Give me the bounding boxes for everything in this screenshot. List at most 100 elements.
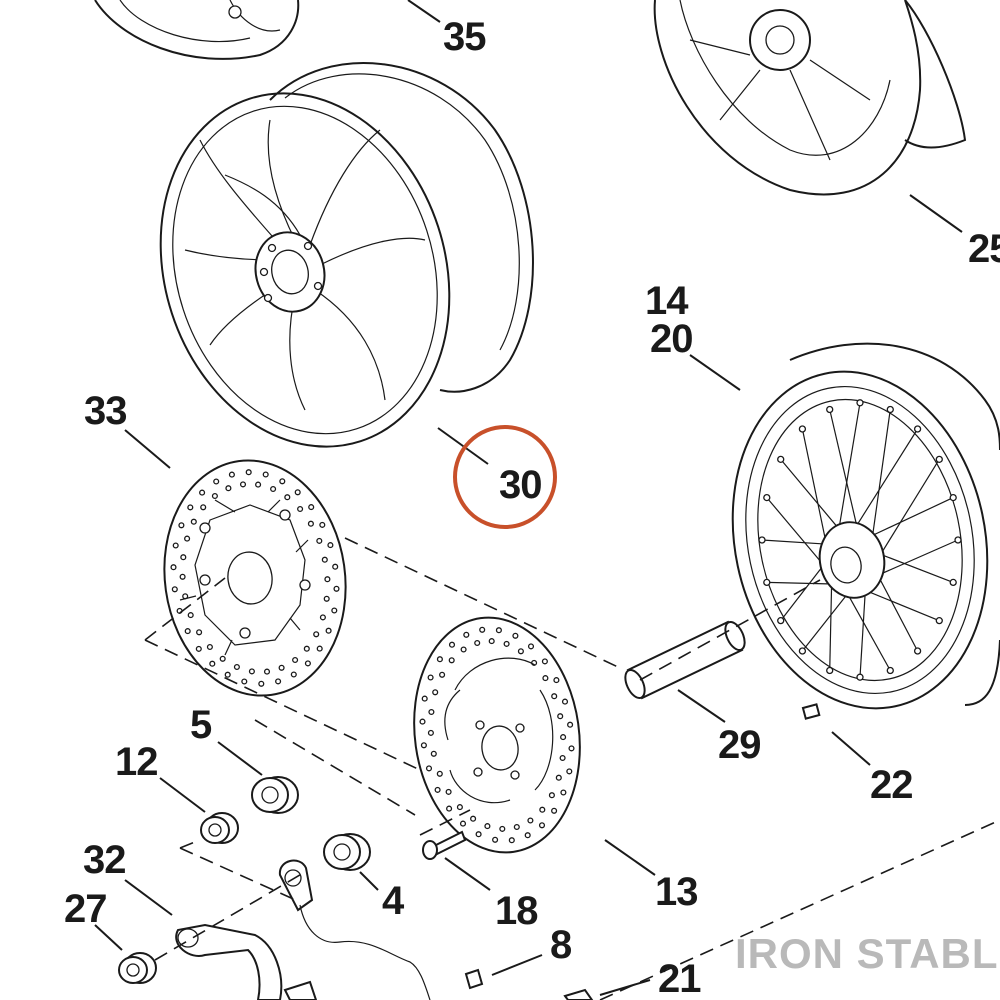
rotor-drill-hole (459, 820, 467, 827)
wheel-spoke (846, 592, 891, 671)
rotor-drill-hole (179, 573, 186, 580)
leader-25 (909, 194, 963, 233)
leader-12 (159, 777, 206, 813)
leader-22 (831, 731, 871, 766)
rotor-drill-hole (225, 485, 232, 492)
spoke-nipple (826, 666, 834, 675)
rotor-drill-hole (323, 595, 330, 602)
spoke-nipple (777, 616, 785, 625)
leader-18 (444, 857, 491, 891)
part-8 (464, 968, 484, 990)
rotor-drill-hole (331, 607, 338, 614)
rotor-drill-hole (432, 689, 439, 696)
wheel-spoke (863, 589, 940, 622)
label-14: 14 (645, 279, 689, 323)
rotor-drill-hole (327, 542, 334, 549)
rotor-drill-hole (475, 831, 482, 838)
rotor-drill-hole (557, 713, 564, 720)
rotor-drill-hole (178, 522, 185, 529)
rotor-drill-hole (434, 786, 441, 793)
rotor-drill-hole (492, 836, 499, 843)
rotor-drill-hole (172, 542, 179, 549)
rotor-drill-hole (297, 505, 304, 513)
spoke-nipple (886, 666, 894, 675)
rotor-drill-hole (436, 656, 443, 663)
rotor-drill-hole (448, 657, 455, 664)
rotor-drill-hole (170, 564, 177, 571)
spoke-nipple (954, 536, 962, 544)
part-21 (563, 988, 594, 1000)
rotor-drill-hole (495, 627, 502, 634)
rotor-drill-hole (538, 822, 546, 829)
rotor-drill-hole (199, 489, 206, 496)
wheel-spoke (837, 402, 861, 532)
rotor-drill-hole (474, 639, 481, 647)
bearing-5 (251, 776, 299, 814)
rotor-drill-hole (313, 631, 320, 638)
rotor-drill-hole (279, 478, 286, 485)
leader-8 (491, 954, 543, 976)
rotor-drill-hole (324, 576, 331, 583)
rotor-drill-hole (448, 641, 456, 648)
rotor-drill-hole (211, 492, 218, 500)
label-20: 20 (650, 317, 693, 361)
rotor-drill-hole (512, 632, 519, 639)
spoke-nipple (949, 578, 957, 587)
rotor-drill-hole (213, 478, 220, 485)
spacer-12 (200, 812, 239, 844)
spoke-nipple (856, 399, 864, 407)
rotor-drill-hole (456, 804, 463, 811)
rotor-drill-hole (541, 658, 548, 665)
spoke-nipple (886, 405, 894, 414)
rotor-drill-hole (239, 481, 247, 488)
rotor-drill-hole (248, 668, 255, 675)
rotor-drill-hole (206, 643, 213, 651)
rotor-drill-hole (421, 695, 428, 702)
wheel-spoke (879, 553, 954, 583)
rotor-drill-hole (241, 678, 248, 685)
wheel-spoke (876, 573, 919, 652)
rotor-drill-hole (307, 520, 314, 527)
wheel-spoke (870, 497, 954, 537)
rotor-drill-hole (316, 645, 323, 652)
rotor-drill-hole (200, 504, 207, 511)
spoked-wheel-14-20 (731, 342, 1000, 710)
rotor-drill-hole (270, 485, 277, 493)
rotor-drill-hole (524, 832, 531, 839)
rotor-drill-hole (180, 554, 187, 561)
rotor-drill-hole (513, 823, 520, 831)
wheel-spoke (766, 497, 825, 567)
rotor-drill-hole (566, 768, 573, 775)
leader-13 (604, 839, 656, 876)
rotor-drill-hole (560, 734, 567, 741)
label-29: 29 (718, 723, 761, 767)
rotor-drill-hole (479, 626, 486, 633)
rotor-drill-hole (499, 825, 506, 832)
rotor-drill-hole (484, 823, 491, 830)
brake-rotor-13 (413, 616, 581, 854)
rotor-drill-hole (503, 640, 510, 647)
rotor-drill-hole (551, 807, 558, 814)
spoke-nipple (913, 647, 922, 655)
rotor-drill-hole (224, 671, 231, 678)
spoke-nipple (798, 425, 807, 433)
spoke-nipple (798, 647, 807, 655)
rotor-drill-hole (294, 489, 301, 496)
rotor-drill-hole (470, 815, 477, 822)
leader-32 (124, 879, 173, 916)
rotor-drill-hole (228, 471, 235, 478)
highlight-circle (453, 425, 557, 529)
rotor-drill-hole (436, 770, 443, 777)
wheel-spoke (780, 458, 841, 531)
rotor-drill-hole (427, 729, 434, 736)
label-12: 12 (115, 740, 158, 784)
label-32: 32 (83, 838, 126, 882)
rotor-drill-hole (316, 537, 323, 544)
label-13: 13 (655, 870, 698, 914)
leader-30 (437, 427, 489, 465)
rotor-drill-hole (488, 638, 495, 645)
rotor-drill-hole (560, 789, 567, 796)
wheel-spoke (761, 539, 828, 545)
label-30: 30 (499, 463, 542, 507)
leader-5 (217, 741, 263, 776)
